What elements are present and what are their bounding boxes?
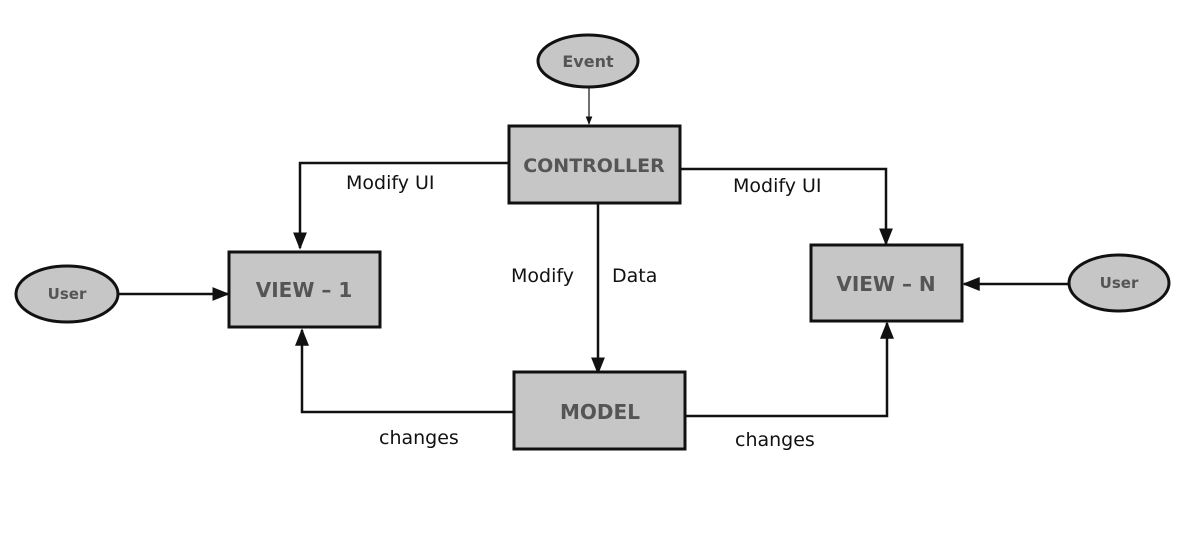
view-1-box: [227, 250, 382, 329]
data-label: Data: [612, 265, 657, 287]
controller-label: CONTROLLER: [523, 155, 665, 177]
view-1-node: VIEW – 1: [227, 250, 382, 329]
edge-model-to-view-1: [295, 328, 514, 414]
event-oval: [536, 33, 640, 89]
event-node: Event: [536, 33, 640, 89]
user-left-oval: [14, 264, 120, 324]
modify-ui-right-label: Modify UI: [733, 175, 822, 197]
edges: [118, 87, 1069, 418]
controller-node: CONTROLLER: [507, 124, 682, 205]
user-right-node: User: [1067, 253, 1171, 313]
changes-right-label: changes: [735, 429, 815, 451]
edge-labels: Modify UI Modify UI Modify Data changes …: [346, 172, 822, 451]
user-left-label: User: [48, 285, 87, 303]
view-n-node: VIEW – N: [809, 243, 964, 323]
modify-label: Modify: [511, 265, 574, 287]
view-n-box: [809, 243, 964, 323]
user-right-label: User: [1100, 274, 1139, 292]
event-label: Event: [562, 52, 614, 71]
view-n-label: VIEW – N: [836, 272, 935, 296]
view-1-label: VIEW – 1: [256, 278, 352, 302]
changes-left-label: changes: [379, 427, 459, 449]
model-box: [512, 370, 687, 451]
edge-controller-to-view-n: [680, 167, 893, 246]
model-label: MODEL: [560, 400, 640, 424]
model-node: MODEL: [512, 370, 687, 451]
edge-controller-to-view-1: [293, 161, 509, 250]
controller-box: [507, 124, 682, 205]
edge-model-to-view-n: [684, 321, 894, 418]
user-left-node: User: [14, 264, 120, 324]
user-right-oval: [1067, 253, 1171, 313]
modify-ui-left-label: Modify UI: [346, 172, 435, 194]
